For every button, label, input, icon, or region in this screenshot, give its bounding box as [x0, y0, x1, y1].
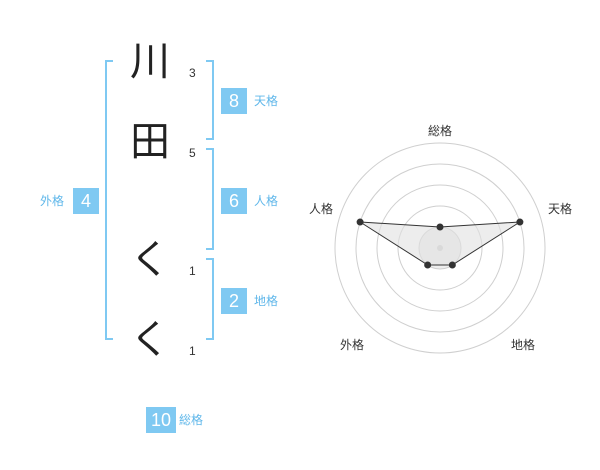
radar-point-3: [424, 261, 432, 269]
tenkaku-label: 天格: [254, 94, 279, 108]
soukaku-value: 10: [146, 407, 176, 433]
radar-grid-ring: [334, 142, 546, 354]
jinkaku-label: 人格: [254, 194, 279, 208]
radar-point-0: [436, 223, 444, 231]
radar-point-2: [448, 261, 456, 269]
stroke-count-3: 1: [189, 264, 196, 278]
gaikaku-value: 4: [73, 188, 99, 214]
stroke-count-2: 5: [189, 146, 196, 160]
tenkaku-value: 8: [221, 88, 247, 114]
stroke-count-4: 1: [189, 344, 196, 358]
tenkaku-bracket: [206, 60, 214, 140]
name-char-3: く: [130, 237, 170, 283]
radar-series-polygon: [359, 221, 521, 266]
jinkaku-value: 6: [221, 188, 247, 214]
radar-grid-ring: [355, 163, 525, 333]
name-char-4: く: [130, 317, 170, 363]
name-char-1: 川: [130, 39, 170, 85]
radar-label-jinkaku: 人格: [309, 202, 334, 216]
radar-label-gaikaku: 外格: [340, 338, 365, 352]
soukaku-label: 総格: [179, 413, 204, 427]
radar-label-soukaku: 総格: [428, 124, 453, 138]
chikaku-label: 地格: [254, 294, 279, 308]
radar-label-chikaku: 地格: [511, 338, 536, 352]
radar-point-4: [356, 218, 364, 226]
name-char-2: 田: [130, 119, 170, 165]
gaikaku-label: 外格: [40, 194, 65, 208]
stroke-count-1: 3: [189, 66, 196, 80]
gaikaku-bracket: [105, 60, 113, 340]
chikaku-bracket: [206, 258, 214, 340]
jinkaku-bracket: [206, 148, 214, 250]
chikaku-value: 2: [221, 288, 247, 314]
radar-point-1: [516, 218, 524, 226]
radar-label-tenkaku: 天格: [548, 202, 573, 216]
radar-grid-ring: [397, 205, 483, 291]
radar-grid-ring: [376, 184, 504, 312]
